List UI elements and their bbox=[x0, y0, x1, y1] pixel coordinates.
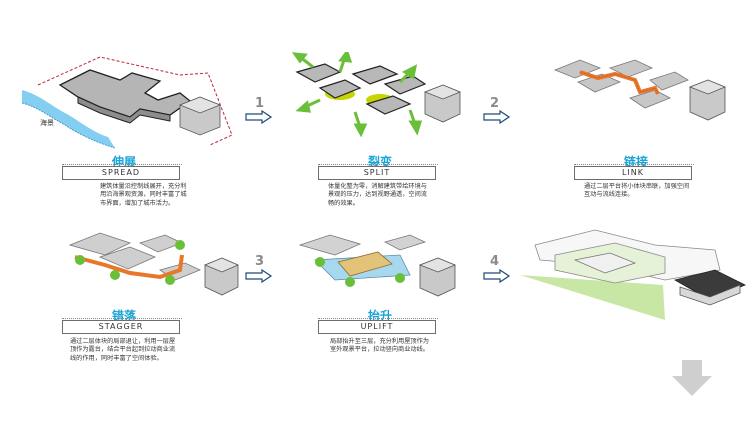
step-number-3: 3 bbox=[255, 254, 265, 269]
step-number-4: 4 bbox=[490, 254, 500, 269]
split-desc: 体量化整为零，消解建筑带给环境与景观的压力，达到视野通透，空间流畅的效果。 bbox=[328, 183, 427, 207]
spread-desc: 建筑体量沿控制线展开，充分利用沿海景观资源，同时丰富了城市界面，增加了城市活力。 bbox=[100, 183, 187, 207]
divider bbox=[318, 318, 438, 319]
divider bbox=[574, 164, 694, 165]
link-diagram bbox=[553, 59, 727, 121]
arrow-2-icon bbox=[483, 110, 511, 124]
arrow-1-icon bbox=[245, 110, 273, 124]
uplift-label: UPLIFT bbox=[318, 320, 436, 334]
stagger-desc: 通过二层体块的局部退让，利用一层屋顶作为露台，结合平台起到拉动商业流线的作用，同… bbox=[70, 338, 176, 362]
split-title: 裂变 bbox=[367, 155, 392, 169]
step-number-2: 2 bbox=[490, 96, 500, 111]
stagger-diagram bbox=[68, 232, 239, 296]
uplift-title: 抬升 bbox=[367, 309, 392, 323]
arrow-4-icon bbox=[483, 269, 511, 283]
down-arrow-icon bbox=[672, 360, 712, 396]
final-diagram bbox=[520, 229, 746, 320]
uplift-desc: 局部抬升至三层，充分利用屋顶作为室外观景平台，拉动竖向商业动线。 bbox=[330, 338, 429, 354]
divider bbox=[62, 318, 182, 319]
uplift-diagram bbox=[298, 234, 457, 297]
stagger-title: 错落 bbox=[111, 309, 136, 323]
spread-title: 伸展 bbox=[111, 155, 136, 169]
link-label: LINK bbox=[574, 166, 692, 180]
divider bbox=[62, 164, 182, 165]
link-title: 链接 bbox=[623, 155, 648, 169]
spread-diagram bbox=[21, 56, 233, 149]
split-diagram bbox=[291, 52, 462, 138]
spread-label: SPREAD bbox=[62, 166, 180, 180]
sea-label: 海景 bbox=[40, 119, 54, 127]
divider bbox=[318, 164, 438, 165]
step-number-1: 1 bbox=[255, 96, 265, 111]
split-label: SPLIT bbox=[318, 166, 436, 180]
link-desc: 通过二层平台将小体块串联，加强空间互动与流线连接。 bbox=[584, 183, 690, 199]
stagger-label: STAGGER bbox=[62, 320, 180, 334]
arrow-3-icon bbox=[245, 269, 273, 283]
